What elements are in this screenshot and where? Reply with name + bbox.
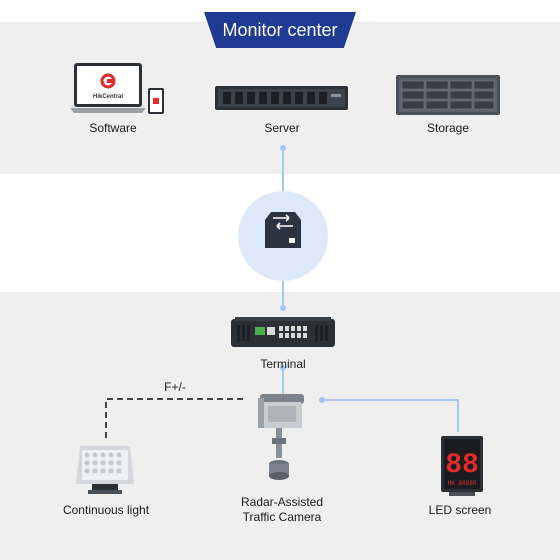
monitor-center-title: Monitor center bbox=[204, 12, 356, 48]
terminal-label: Terminal bbox=[260, 357, 306, 371]
led-screen-device: 88 HK 88888 bbox=[441, 436, 483, 496]
terminal-bottom-dot bbox=[280, 365, 286, 371]
traffic-camera-label: Radar-Assisted Traffic Camera bbox=[226, 495, 338, 525]
storage-label: Storage bbox=[426, 121, 470, 135]
storage-array-icon bbox=[396, 75, 500, 115]
network-switch-node bbox=[237, 190, 329, 282]
terminal-device bbox=[231, 317, 335, 349]
camera-to-light-dashed-line bbox=[105, 398, 243, 442]
dashed-connection-label: F+/- bbox=[164, 380, 186, 394]
traffic-camera-device bbox=[246, 392, 314, 486]
software-label: Software bbox=[89, 121, 137, 135]
camera-to-led-line bbox=[322, 399, 459, 432]
camera-right-dot bbox=[319, 397, 325, 403]
led-display-icon: 88 HK 88888 bbox=[441, 436, 483, 496]
terminal-line-dot bbox=[280, 305, 286, 311]
traffic-camera-label-line1: Radar-Assisted bbox=[240, 495, 324, 509]
hikcentral-logo-text: HikCentral bbox=[93, 94, 123, 100]
led-digits: 88 bbox=[445, 450, 479, 481]
rack-server-icon bbox=[215, 86, 348, 110]
server-line-dot bbox=[280, 145, 286, 151]
continuous-light-device bbox=[74, 444, 136, 496]
server-device bbox=[215, 86, 348, 110]
traffic-camera-label-line2: Traffic Camera bbox=[242, 510, 322, 524]
traffic-camera-icon bbox=[258, 394, 304, 480]
storage-device bbox=[396, 75, 500, 115]
server-label: Server bbox=[264, 121, 300, 135]
led-screen-label: LED screen bbox=[428, 503, 492, 517]
terminal-box-icon bbox=[231, 317, 335, 347]
continuous-light-label: Continuous light bbox=[62, 503, 150, 517]
network-switch-icon bbox=[238, 191, 328, 281]
laptop-tablet-icon: HikCentral bbox=[70, 63, 164, 114]
led-text: HK 88888 bbox=[448, 480, 477, 487]
flood-light-icon bbox=[76, 446, 134, 494]
software-device: HikCentral bbox=[70, 62, 166, 116]
